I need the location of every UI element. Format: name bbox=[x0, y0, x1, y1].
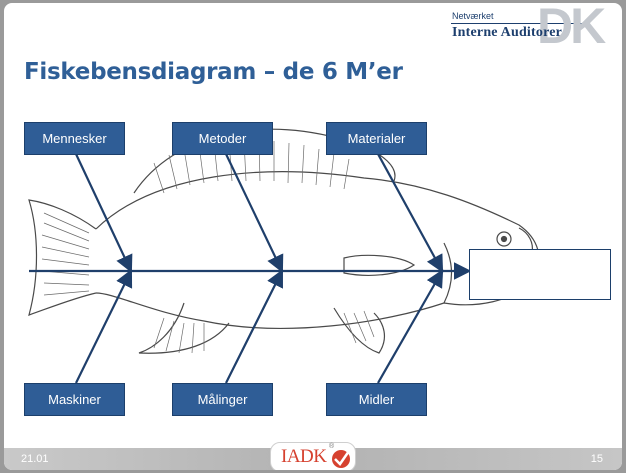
cause-box-materialer: Materialer bbox=[326, 122, 427, 155]
fishbone-diagram bbox=[28, 128, 540, 384]
cause-box-mennesker: Mennesker bbox=[24, 122, 125, 155]
fish-drawing bbox=[28, 128, 540, 354]
checkmark-icon bbox=[332, 450, 351, 468]
registered-mark: ® bbox=[329, 443, 335, 450]
effect-box bbox=[469, 249, 611, 300]
cause-box-maalinger: Målinger bbox=[172, 383, 273, 416]
cause-box-metoder: Metoder bbox=[172, 122, 273, 155]
page-title: Fiskebensdiagram – de 6 M’er bbox=[24, 59, 403, 85]
brand-dk-mark: DK bbox=[537, 3, 606, 54]
fishbone-bones bbox=[29, 153, 472, 384]
footer-date: 21.01 bbox=[21, 453, 49, 465]
cause-box-maskiner: Maskiner bbox=[24, 383, 125, 416]
brand-divider bbox=[451, 23, 588, 24]
brand-name: Interne Auditorer bbox=[452, 25, 563, 40]
iadk-logo: IADK ® bbox=[270, 442, 356, 470]
cause-box-midler: Midler bbox=[326, 383, 427, 416]
brand-network-label: Netværket bbox=[452, 11, 494, 21]
page-number: 15 bbox=[590, 453, 603, 465]
fish-scales bbox=[41, 139, 375, 354]
slide: Netværket DK Interne Auditorer Fiskebens… bbox=[4, 3, 622, 470]
logo-text: IADK bbox=[281, 446, 327, 467]
